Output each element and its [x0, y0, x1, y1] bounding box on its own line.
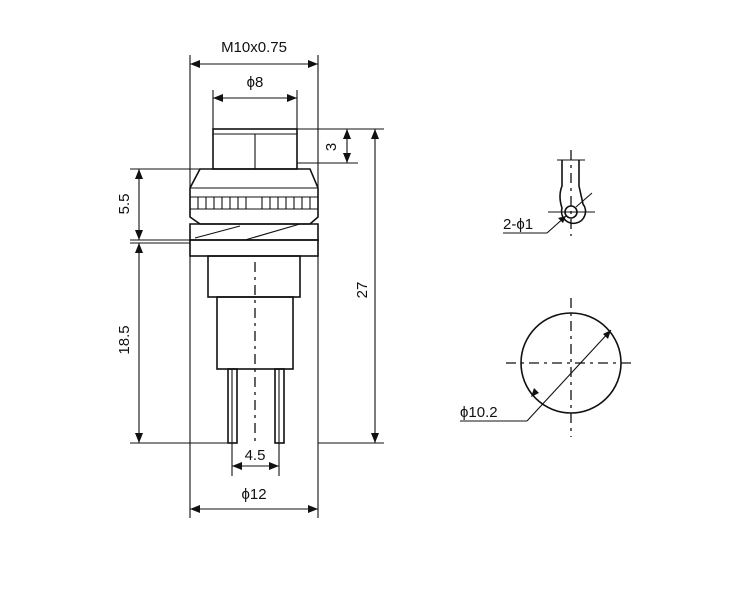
dim-pin-pitch: 4.5	[231, 443, 280, 476]
nut-knurling	[197, 197, 311, 209]
dim-total-height: 27	[318, 129, 384, 444]
dim-cap-height: 3	[297, 128, 384, 164]
dim-thread: M10x0.75	[189, 39, 319, 188]
label-total-height: 27	[354, 282, 371, 299]
label-pin-pitch: 4.5	[245, 447, 266, 464]
label-thread: M10x0.75	[221, 39, 287, 56]
housing	[207, 255, 301, 298]
dim-nut-height: 5.5	[116, 168, 200, 241]
dim-cap-diameter: ϕ8	[212, 74, 298, 129]
label-cap-diameter: ϕ8	[247, 74, 264, 91]
label-panel-hole: ϕ10.2	[460, 404, 498, 421]
pin-detail-view: 2-ϕ1	[503, 150, 595, 236]
label-cap-height: 3	[323, 143, 340, 151]
label-nut-height: 5.5	[116, 194, 133, 215]
label-base-diameter: ϕ12	[241, 486, 266, 503]
switch-side-view	[189, 128, 319, 445]
panel-hole-view: ϕ10.2	[460, 298, 636, 437]
solder-lug	[559, 160, 587, 225]
dim-base-diameter: ϕ12	[189, 240, 319, 518]
base-body	[189, 239, 319, 257]
label-pin-hole: 2-ϕ1	[503, 216, 533, 233]
label-body-height: 18.5	[116, 325, 133, 354]
dim-body-height: 18.5	[116, 242, 228, 444]
